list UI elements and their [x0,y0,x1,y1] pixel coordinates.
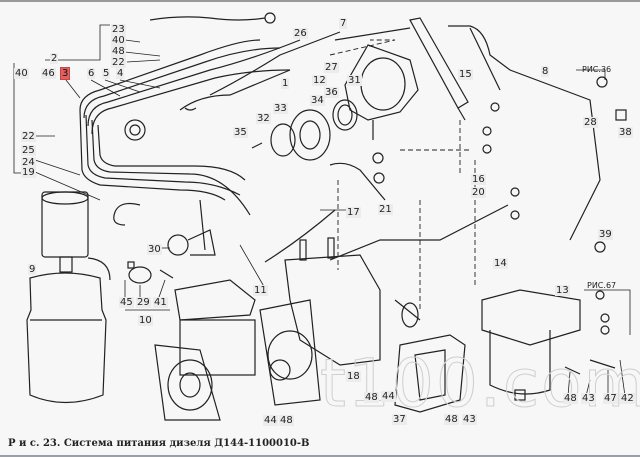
callout-label[interactable]: 24 [21,157,36,168]
air-compressor [154,279,256,421]
callout-label[interactable]: 42 [620,393,635,404]
hose-clamp [127,261,174,284]
elbow-inlet [167,199,216,256]
callout-label[interactable]: 40 [14,68,29,79]
callout-label[interactable]: 28 [583,117,598,128]
injection-pump [259,237,421,406]
callout-label[interactable]: 29 [136,297,151,308]
callout-label[interactable]: 1 [281,78,290,89]
callout-label[interactable]: 38 [618,127,633,138]
injector [409,17,469,121]
callout-label[interactable]: 11 [253,285,268,296]
banjo-fittings [264,102,520,263]
callout-label[interactable]: 16 [471,174,486,185]
callout-label[interactable]: 34 [310,95,325,106]
air-filter [26,191,111,404]
callout-label-highlighted[interactable]: 3 [59,67,71,80]
callout-label[interactable]: 48 [279,415,294,426]
mounting-bracket [394,334,466,413]
callout-label[interactable]: 44 [263,415,278,426]
callout-label[interactable]: 26 [293,28,308,39]
callout-label[interactable]: 9 [28,264,37,275]
fuel-filter [481,289,616,401]
bottom-border [0,455,640,457]
callout-label[interactable]: 48 [444,414,459,425]
leader-lines [13,24,631,397]
callout-label[interactable]: 20 [471,187,486,198]
callout-label[interactable]: 44 [381,391,396,402]
injection-pipes [79,39,301,226]
callout-label[interactable]: 48 [111,46,126,57]
callout-label[interactable]: 40 [111,35,126,46]
callout-label[interactable]: 19 [21,167,36,178]
drive-gear-group [251,99,358,161]
figure-caption: Р и с. 23. Система питания дизеля Д144-1… [8,438,310,449]
top-border [0,0,640,2]
callout-label[interactable]: 12 [312,75,327,86]
figure-reference-label[interactable]: РИС.36 [582,65,612,74]
callout-label[interactable]: 31 [347,75,362,86]
callout-label[interactable]: 17 [346,207,361,218]
callout-label[interactable]: 22 [111,57,126,68]
callout-label[interactable]: 5 [102,68,111,79]
callout-label[interactable]: 23 [111,24,126,35]
callout-label[interactable]: 47 [603,393,618,404]
callout-label[interactable]: 13 [555,285,570,296]
callout-label[interactable]: 32 [256,113,271,124]
callout-label[interactable]: 7 [339,18,348,29]
callout-label[interactable]: 35 [233,127,248,138]
leakoff-pipes [149,12,411,111]
callout-label[interactable]: 46 [41,68,56,79]
callout-label[interactable]: 43 [462,414,477,425]
callout-label[interactable]: 27 [324,62,339,73]
callout-label[interactable]: 39 [598,229,613,240]
callout-label[interactable]: 21 [378,204,393,215]
callout-label[interactable]: 10 [138,315,153,326]
callout-label[interactable]: 45 [119,297,134,308]
callout-label[interactable]: 18 [346,371,361,382]
watermark: t100.com.ua [319,345,640,423]
callout-label[interactable]: 2 [50,53,59,64]
callout-label[interactable]: 15 [458,69,473,80]
high-pressure-pipe [448,25,627,253]
callout-label[interactable]: 37 [392,414,407,425]
callout-label[interactable]: 22 [21,131,36,142]
callout-label[interactable]: 41 [153,297,168,308]
callout-label[interactable]: 30 [147,244,162,255]
callout-label[interactable]: 6 [87,68,96,79]
callout-label[interactable]: 48 [563,393,578,404]
callout-label[interactable]: 14 [493,258,508,269]
figure-reference-label[interactable]: РИС.67 [587,281,617,290]
callout-label[interactable]: 43 [581,393,596,404]
callout-label[interactable]: 4 [116,68,125,79]
callout-label[interactable]: 8 [541,66,550,77]
callout-label[interactable]: 33 [273,103,288,114]
callout-label[interactable]: 48 [364,392,379,403]
callout-label[interactable]: 25 [21,145,36,156]
callout-label[interactable]: 36 [324,87,339,98]
